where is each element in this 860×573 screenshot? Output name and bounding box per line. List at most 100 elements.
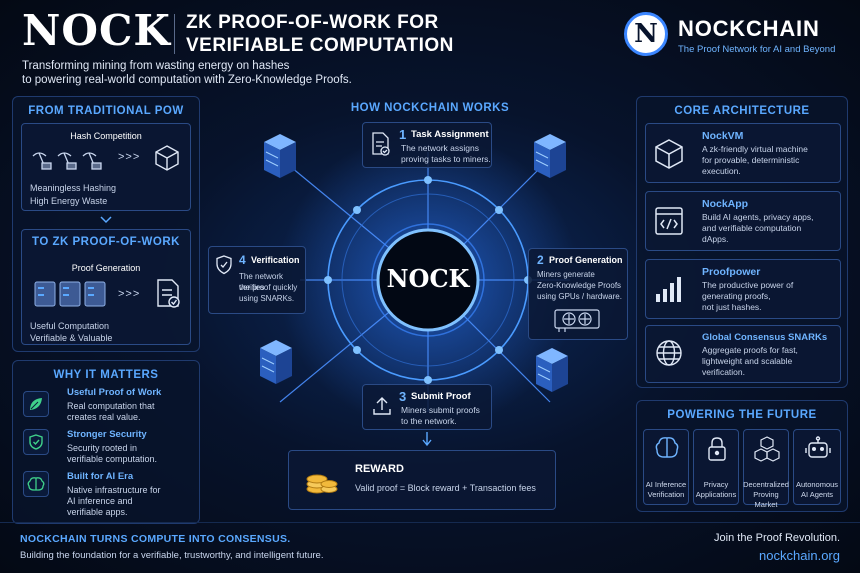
cube-icon xyxy=(654,138,684,170)
arch-3-line1: The productive power of xyxy=(702,280,794,290)
reward-text: Valid proof = Block reward + Transaction… xyxy=(355,483,536,493)
gpu-icon xyxy=(553,307,603,333)
arch-2-title: NockApp xyxy=(702,198,749,210)
step-1-line1: The network assigns xyxy=(401,143,479,153)
proof-generation-title: Proof Generation xyxy=(71,263,141,273)
why-2-line2: verifiable computation. xyxy=(67,454,158,464)
why-3-line3: verifiable apps. xyxy=(67,507,128,517)
arch-card-nockvm: NockVM A zk-friendly virtual machine for… xyxy=(645,123,841,183)
arch-3-line3: not just hashes. xyxy=(702,302,762,312)
shield-icon xyxy=(23,429,49,455)
future-4-line2: AI Agents xyxy=(800,490,834,499)
arch-1-line1: A zk-friendly virtual machine xyxy=(702,144,808,154)
step-4-line1: The network verifies xyxy=(239,272,284,292)
why-1-title: Useful Proof of Work xyxy=(67,387,162,398)
brand-name: NOCKCHAIN xyxy=(678,16,820,41)
future-item-proving-market: Decentralized Proving Market xyxy=(743,429,789,509)
step-2-line1: Miners generate xyxy=(537,270,595,279)
step-3-line2: to the network. xyxy=(401,416,457,426)
future-item-privacy: Privacy Applications xyxy=(693,429,739,505)
arch-3-line2: generating proofs, xyxy=(702,291,771,301)
step-2-line2: Zero-Knowledge Proofs xyxy=(537,281,622,290)
arch-card-nockapp: NockApp Build AI agents, privacy apps, a… xyxy=(645,191,841,251)
footer-divider xyxy=(0,522,860,523)
step-3-title: Submit Proof xyxy=(411,391,471,402)
step-4-line3: using SNARKs. xyxy=(239,294,295,303)
arch-2-line2: and verifiable computation xyxy=(702,223,802,233)
upload-icon xyxy=(371,395,393,417)
header-title-line1: ZK PROOF-OF-WORK FOR xyxy=(186,12,439,33)
brand-logo-letter: N xyxy=(634,19,658,49)
globe-icon xyxy=(654,338,684,368)
zk-pow-box: TO ZK PROOF-OF-WORK Proof Generation >>>… xyxy=(21,229,191,345)
why-panel: WHY IT MATTERS Useful Proof of Work Real… xyxy=(12,360,200,524)
header-subtitle-line1: Transforming mining from wasting energy … xyxy=(22,60,290,72)
from-to-panel: FROM TRADITIONAL POW Hash Competition >>… xyxy=(12,96,200,352)
hash-line2: High Energy Waste xyxy=(30,196,108,206)
why-2-line1: Security rooted in xyxy=(67,443,138,453)
reward-box: REWARD Valid proof = Block reward + Tran… xyxy=(288,450,556,510)
shield-check-icon xyxy=(215,255,233,275)
why-3-line2: AI inference and xyxy=(67,496,133,506)
arch-4-title: Global Consensus SNARKs xyxy=(702,332,828,343)
from-pow-title: FROM TRADITIONAL POW xyxy=(28,105,184,117)
cubes-icon xyxy=(754,436,780,462)
proof-line2: Verifiable & Valuable xyxy=(30,333,113,343)
footer-sub: Building the foundation for a verifiable… xyxy=(20,550,324,561)
arch-2-line1: Build AI agents, privacy apps, xyxy=(702,212,814,222)
reward-title: REWARD xyxy=(355,463,404,475)
pickaxe-icons xyxy=(30,148,108,170)
proof-line1: Useful Computation xyxy=(30,321,110,331)
leaf-icon xyxy=(23,391,49,417)
robot-icon xyxy=(805,436,831,462)
arch-4-line1: Aggregate proofs for fast, xyxy=(702,345,798,355)
arch-2-line3: dApps. xyxy=(702,234,729,244)
why-1-line1: Real computation that xyxy=(67,401,155,411)
lock-icon xyxy=(707,436,727,462)
future-title: POWERING THE FUTURE xyxy=(667,409,817,421)
arch-1-line3: execution. xyxy=(702,166,741,176)
footer-url-link[interactable]: nockchain.org xyxy=(759,548,840,563)
brand-tagline: The Proof Network for AI and Beyond xyxy=(678,44,836,55)
step-1-number: 1 xyxy=(399,127,407,142)
why-2-title: Stronger Security xyxy=(67,429,147,440)
footer-cta: Join the Proof Revolution. xyxy=(714,532,840,544)
document-check-icon xyxy=(156,278,182,310)
why-3-title: Built for AI Era xyxy=(67,471,134,482)
step-2-title: Proof Generation xyxy=(549,255,623,265)
network-diagram xyxy=(260,130,578,430)
step-4-line2: the proof quickly xyxy=(239,283,298,292)
footer-headline: NOCKCHAIN TURNS COMPUTE INTO CONSENSUS. xyxy=(20,533,291,545)
code-window-icon xyxy=(654,206,684,236)
step-2-line3: using GPUs / hardware. xyxy=(537,292,622,301)
architecture-panel: CORE ARCHITECTURE NockVM A zk-friendly v… xyxy=(636,96,848,388)
arch-1-title: NockVM xyxy=(702,130,744,142)
arch-card-proofpower: Proofpower The productive power of gener… xyxy=(645,259,841,319)
proof-arrows: >>> xyxy=(118,288,141,300)
coins-icon xyxy=(305,463,339,497)
arch-1-line2: for provable, deterministic xyxy=(702,155,800,165)
header-logo-word: NOCK xyxy=(22,6,171,55)
step-3-number: 3 xyxy=(399,389,407,404)
down-arrow-icon xyxy=(422,432,432,448)
hash-competition-box: Hash Competition >>> Meaningless Hashing… xyxy=(21,123,191,211)
why-3-line1: Native infrastructure for xyxy=(67,485,161,495)
brain-icon xyxy=(23,471,49,497)
brand-logo: N xyxy=(624,12,668,56)
hash-arrows: >>> xyxy=(118,151,141,163)
future-3-line2: Proving Market xyxy=(753,490,779,509)
step-task-assignment: 1 Task Assignment The network assigns pr… xyxy=(362,122,492,168)
step-proof-generation: 2 Proof Generation Miners generate Zero-… xyxy=(528,248,628,340)
future-item-ai-inference: AI Inference Verification xyxy=(643,429,689,505)
future-3-line1: Decentralized xyxy=(743,480,789,489)
future-2-line2: Applications xyxy=(695,490,737,499)
step-4-title: Verification xyxy=(251,255,300,265)
document-icon xyxy=(371,131,391,157)
hash-competition-title: Hash Competition xyxy=(70,131,142,141)
header-title-line2: VERIFIABLE COMPUTATION xyxy=(186,35,454,56)
future-1-line2: Verification xyxy=(647,490,685,499)
future-2-line1: Privacy xyxy=(703,480,729,489)
future-4-line1: Autonomous xyxy=(795,480,839,489)
how-title: HOW NOCKCHAIN WORKS xyxy=(350,102,510,114)
step-1-line2: proving tasks to miners. xyxy=(401,154,491,164)
